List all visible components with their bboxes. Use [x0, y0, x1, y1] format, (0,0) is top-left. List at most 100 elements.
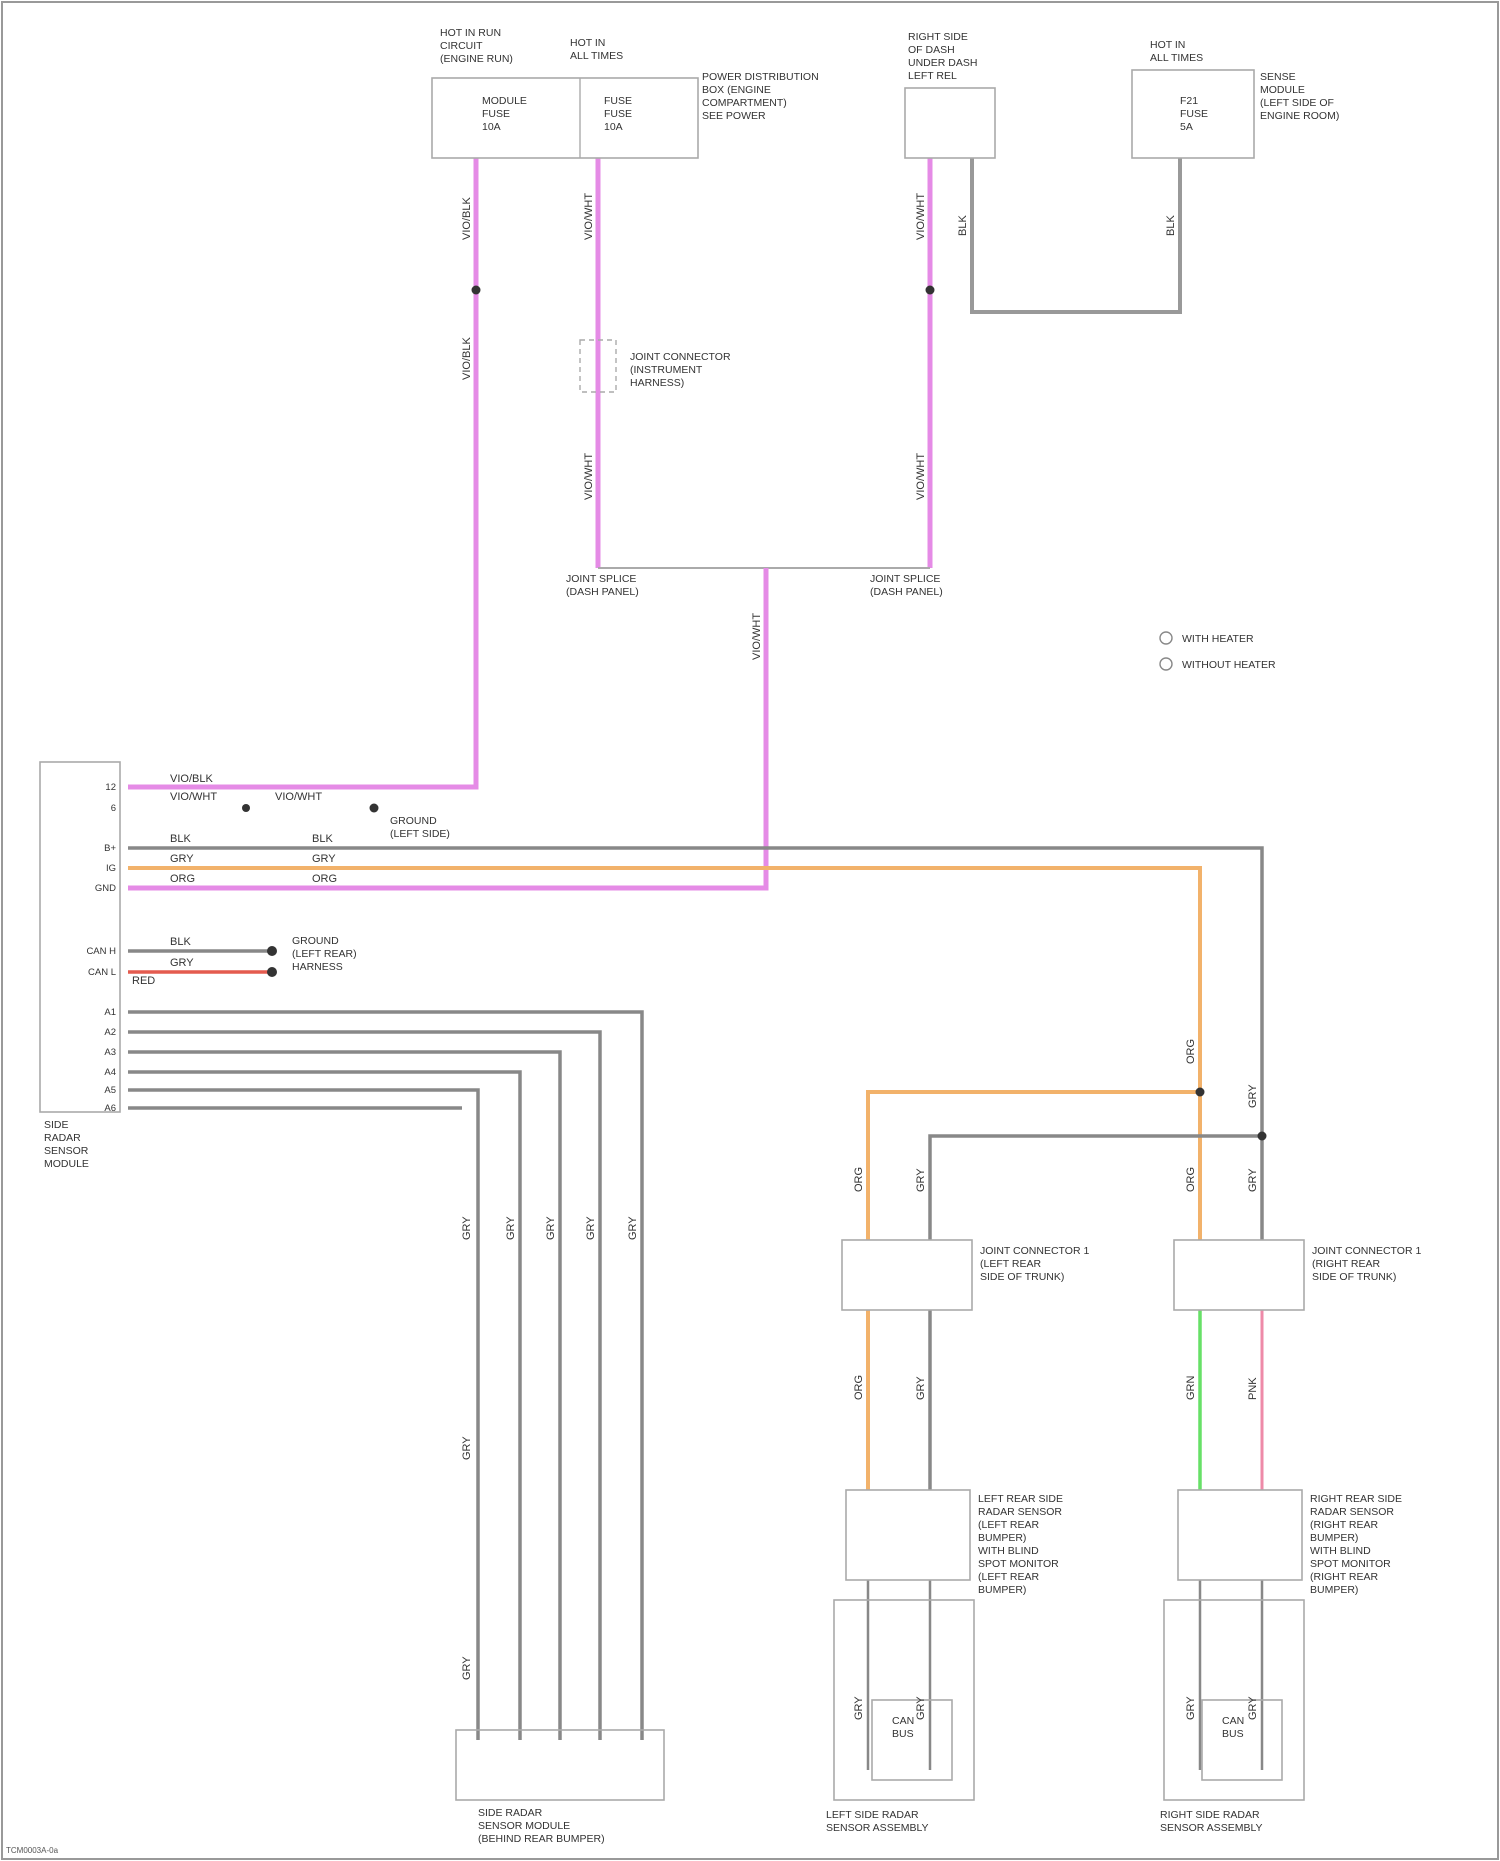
module-pin-label: A1: [104, 1007, 116, 1018]
module-pin-label: CAN L: [88, 967, 116, 978]
wire-label: GRY: [461, 1216, 473, 1240]
wire-label: BLK: [1165, 215, 1177, 236]
legend-circle-b: [1160, 658, 1172, 670]
component-label-line: SEE POWER: [702, 110, 766, 122]
wire-gray-bus: [128, 848, 1262, 1240]
component-label-line: MODULE: [1260, 84, 1305, 96]
component-label-line: ALL TIMES: [1150, 52, 1203, 64]
wire-gray-ground: [972, 158, 1180, 312]
wire-label: BLK: [170, 936, 191, 948]
wire-label: GRY: [1247, 1168, 1259, 1192]
bottom-box: [456, 1730, 664, 1800]
component-label-line: (LEFT REAR): [292, 948, 357, 960]
component-label-ground-note2: GROUND(LEFT REAR)HARNESS: [292, 935, 357, 973]
component-label-line: SIDE OF TRUNK): [1312, 1271, 1396, 1283]
wire-orange-left: [868, 1092, 1200, 1240]
component-label-line: SENSOR MODULE: [478, 1820, 570, 1832]
component-label-line: ENGINE ROOM): [1260, 110, 1339, 122]
component-label-right-relay: RIGHT SIDEOF DASHUNDER DASHLEFT REL: [908, 31, 977, 82]
component-label-line: UNDER DASH: [908, 57, 977, 69]
splice-dot: [267, 946, 277, 956]
wire-label: VIO/WHT: [915, 193, 927, 240]
wire-label: VIO/BLK: [461, 337, 473, 380]
splice-dot: [926, 286, 935, 295]
wire-label: ORG: [1185, 1167, 1197, 1192]
component-label-line: 5A: [1180, 121, 1193, 133]
component-label-line: (BEHIND REAR BUMPER): [478, 1833, 605, 1845]
component-label-line: (LEFT REAR: [980, 1258, 1041, 1270]
wire-label: GRY: [915, 1376, 927, 1400]
component-label-line: (DASH PANEL): [566, 586, 639, 598]
wire-label: BLK: [312, 833, 333, 845]
splice-dot: [1258, 1132, 1267, 1141]
wire-label: GRY: [1185, 1696, 1197, 1720]
component-label-line: (DASH PANEL): [870, 586, 943, 598]
left-sensor-inner: [872, 1700, 952, 1780]
component-label-right-sensor-bottom: RIGHT SIDE RADARSENSOR ASSEMBLY: [1160, 1809, 1263, 1834]
component-label-line: BOX (ENGINE: [702, 84, 771, 96]
component-label-line: SPOT MONITOR: [978, 1558, 1059, 1570]
wire-bus-1: [128, 1012, 642, 1740]
component-label-line: RADAR: [44, 1132, 81, 1144]
component-label-line: JOINT CONNECTOR: [630, 351, 731, 363]
component-label-line: FUSE: [1180, 108, 1208, 120]
wire-pink-1: [128, 158, 476, 787]
component-label-line: SIDE: [44, 1119, 69, 1131]
component-label-fuse-mid-inner: FUSEFUSE10A: [604, 95, 632, 133]
component-label-line: FUSE: [482, 108, 510, 120]
component-label-line: SENSOR ASSEMBLY: [826, 1822, 929, 1834]
component-label-line: COMPARTMENT): [702, 97, 787, 109]
wire-label: VIO/WHT: [170, 791, 217, 803]
wire-label: GRY: [1247, 1084, 1259, 1108]
splice-dot: [1196, 1088, 1205, 1097]
wire-label: GRY: [627, 1216, 639, 1240]
wire-bus-5: [128, 1090, 478, 1740]
component-label-line: LEFT SIDE RADAR: [826, 1809, 919, 1821]
module-pin-label: 6: [111, 803, 116, 814]
wire-label: GRY: [312, 853, 336, 865]
component-label-line: (LEFT REAR: [978, 1519, 1039, 1531]
component-label-line: SIDE OF TRUNK): [980, 1271, 1064, 1283]
module-pin-label: IG: [106, 863, 116, 874]
fuse-box-top: [432, 78, 698, 158]
component-label-line: CIRCUIT: [440, 40, 483, 52]
wire-label: ORG: [1185, 1039, 1197, 1064]
wire-label: BLK: [957, 215, 969, 236]
wire-label: VIO/BLK: [461, 197, 473, 240]
module-pin-label: A2: [104, 1027, 116, 1038]
wire-label: ORG: [853, 1375, 865, 1400]
component-label-line: CAN: [1222, 1715, 1244, 1727]
component-label-line: RIGHT REAR SIDE: [1310, 1493, 1402, 1505]
wire-label: GRY: [461, 1656, 473, 1680]
right-sensor-inner: [1202, 1700, 1282, 1780]
component-label-line: CAN: [892, 1715, 914, 1727]
wire-pink-4: [128, 568, 766, 888]
sensor-right-box: [1178, 1490, 1302, 1580]
component-label-line: JOINT CONNECTOR 1: [1312, 1245, 1421, 1257]
component-label-line: OF DASH: [908, 44, 955, 56]
component-label-line: SENSOR: [44, 1145, 89, 1157]
component-label-inline-connector: JOINT CONNECTOR(INSTRUMENTHARNESS): [630, 351, 731, 389]
component-label-line: (LEFT SIDE OF: [1260, 97, 1334, 109]
splice-dot: [370, 804, 379, 813]
wire-label: GRY: [170, 853, 194, 865]
wire-label: ORG: [170, 873, 195, 885]
component-label-line: (ENGINE RUN): [440, 53, 513, 65]
component-label-line: GROUND: [292, 935, 339, 947]
wire-orange-bus: [128, 868, 1200, 1240]
footer-code: TCM0003A-0a: [6, 1846, 58, 1855]
wire-label: GRY: [170, 957, 194, 969]
component-label-line: FUSE: [604, 95, 632, 107]
legend-circle-a: [1160, 632, 1172, 644]
relay-box: [905, 88, 995, 158]
component-label-line: GROUND: [390, 815, 437, 827]
wire-label: GRY: [585, 1216, 597, 1240]
